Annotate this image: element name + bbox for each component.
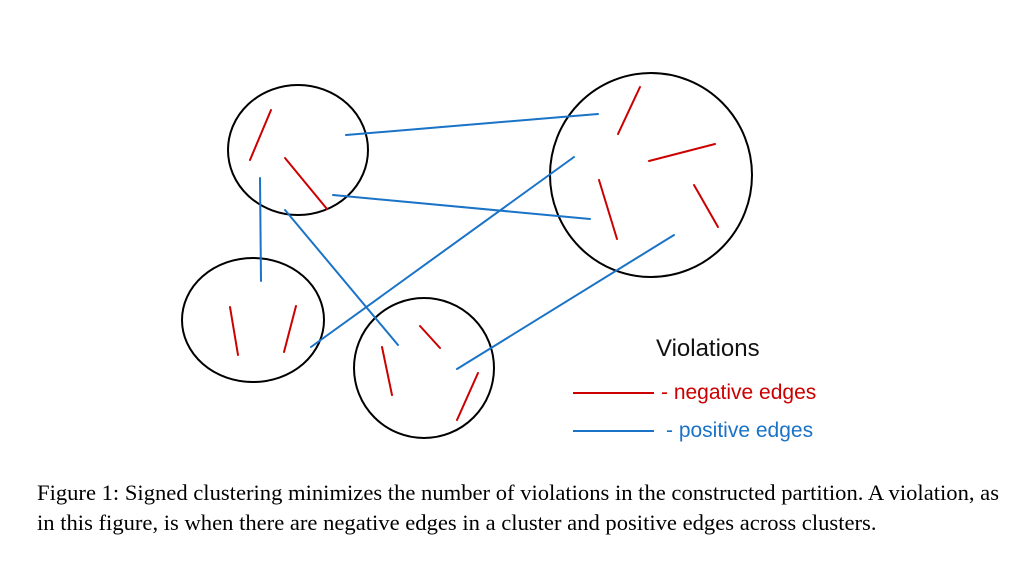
legend-negative-label: - negative edges — [661, 381, 817, 404]
negative-edge — [598, 179, 618, 240]
positive-edge — [456, 234, 675, 370]
cluster-bottom-left — [181, 257, 325, 383]
negative-edge — [381, 346, 393, 396]
legend-positive-label: - positive edges — [666, 419, 814, 442]
negative-edge — [419, 325, 441, 349]
negative-edge — [617, 86, 641, 135]
negative-edges — [229, 86, 719, 421]
figure-caption: Figure 1: Signed clustering minimizes th… — [37, 480, 999, 535]
cluster-bottom-middle — [353, 297, 495, 439]
positive-edge — [345, 113, 599, 136]
cluster-top-left — [227, 84, 369, 216]
positive-edge — [332, 194, 591, 220]
negative-edge — [284, 157, 328, 210]
legend-title: Violations — [656, 335, 760, 362]
positive-edge — [259, 177, 262, 282]
negative-edge — [283, 305, 297, 353]
negative-edge — [693, 184, 719, 228]
negative-edge — [229, 306, 239, 356]
positive-edge — [310, 156, 575, 348]
negative-edge — [249, 109, 272, 161]
signed-clustering-diagram — [181, 72, 753, 439]
clusters — [181, 72, 753, 439]
positive-edge — [284, 209, 399, 346]
negative-edge — [648, 143, 716, 162]
cluster-right — [549, 72, 753, 278]
negative-edge — [456, 372, 479, 421]
positive-edges — [259, 113, 675, 370]
